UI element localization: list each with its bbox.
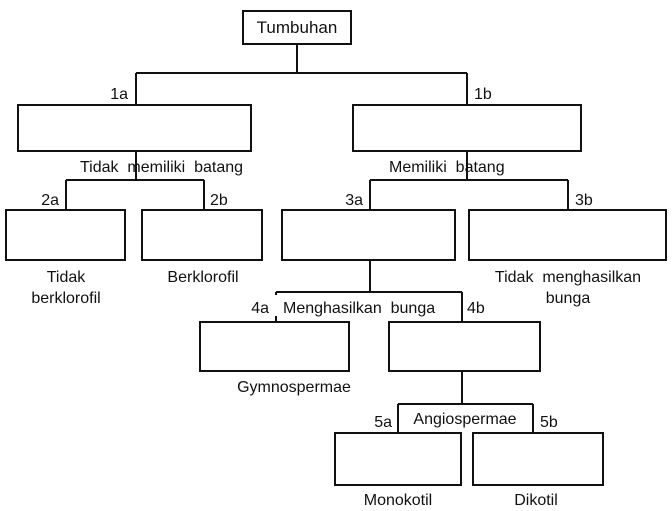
code-4a: 4a [251, 300, 269, 317]
box-1a [17, 104, 252, 152]
code-5a: 5a [374, 414, 392, 431]
label-monokotil: Monokotil [364, 492, 432, 509]
code-2a: 2a [41, 192, 59, 209]
code-2b: 2b [210, 192, 228, 209]
root-box [242, 10, 352, 45]
code-1a: 1a [110, 86, 128, 103]
box-3a [281, 209, 456, 261]
label-berklorofil-2b: Berklorofil [167, 269, 238, 286]
box-5a [334, 432, 462, 486]
box-2b [141, 209, 263, 261]
label-tidak-memiliki-batang: Tidak memiliki batang [80, 159, 243, 176]
box-5b [472, 432, 604, 486]
label-menghasilkan-bunga: Menghasilkan bunga [283, 300, 435, 317]
label-angiospermae: Angiospermae [413, 411, 516, 428]
code-4b: 4b [467, 300, 485, 317]
label-berklorofil-2a: berklorofil [31, 290, 100, 307]
connector-lines [65, 44, 569, 433]
code-3b: 3b [575, 192, 593, 209]
code-5b: 5b [540, 414, 558, 431]
root-label: Tumbuhan [257, 18, 338, 37]
box-1b [352, 104, 582, 152]
box-2a [5, 209, 126, 261]
label-gymnospermae: Gymnospermae [237, 379, 351, 396]
box-3b [468, 209, 667, 261]
box-4a [199, 321, 350, 372]
label-tidak-menghasilkan-line1: Tidak menghasilkan [495, 269, 641, 286]
label-tidak: Tidak [47, 269, 87, 286]
label-dikotil: Dikotil [514, 492, 558, 509]
code-1b: 1b [474, 86, 492, 103]
label-tidak-menghasilkan-line2: bunga [546, 290, 591, 307]
label-memiliki-batang: Memiliki batang [389, 159, 505, 176]
boxes [5, 10, 667, 486]
code-3a: 3a [345, 192, 363, 209]
box-4b [388, 321, 541, 372]
